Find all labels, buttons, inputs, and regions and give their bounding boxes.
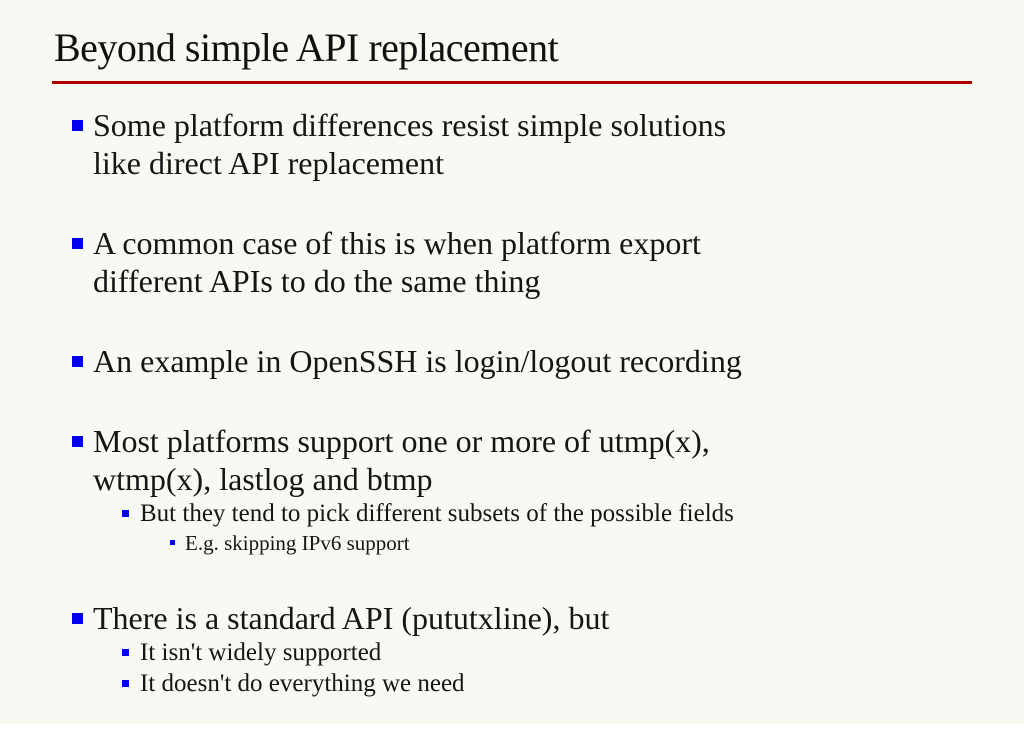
title-underline-rule bbox=[52, 81, 972, 84]
bullet-item: An example in OpenSSH is login/logout re… bbox=[72, 342, 984, 380]
bullet-square-icon bbox=[72, 613, 83, 624]
sub-bullet-list: It isn't widely supported It doesn't do … bbox=[72, 637, 984, 699]
bullet-square-icon bbox=[72, 436, 83, 447]
bullet-square-icon bbox=[170, 540, 175, 545]
bullet-item: A common case of this is when platform e… bbox=[72, 224, 984, 300]
bullet-row: There is a standard API (pututxline), bu… bbox=[72, 599, 984, 637]
bullet-square-icon bbox=[72, 238, 83, 249]
sub-bullet-row: It doesn't do everything we need bbox=[122, 668, 984, 699]
bullet-text: Some platform differences resist simple … bbox=[93, 107, 727, 181]
sub-bullet-list: But they tend to pick different subsets … bbox=[72, 498, 984, 557]
sub-bullet-row: But they tend to pick different subsets … bbox=[122, 498, 984, 529]
slide-title: Beyond simple API replacement bbox=[54, 25, 559, 70]
bullet-square-icon bbox=[122, 680, 129, 687]
bullet-row: Some platform differences resist simple … bbox=[72, 106, 984, 182]
bullet-item: Most platforms support one or more of ut… bbox=[72, 422, 984, 557]
bullet-text: Most platforms support one or more of ut… bbox=[93, 423, 710, 497]
sub-bullet-text: It doesn't do everything we need bbox=[140, 670, 465, 697]
sub-bullet-text: It isn't widely supported bbox=[140, 639, 382, 666]
bullet-text: A common case of this is when platform e… bbox=[93, 225, 701, 299]
bullet-list: Some platform differences resist simple … bbox=[72, 106, 984, 741]
slide: Beyond simple API replacement Some platf… bbox=[0, 0, 1024, 724]
bullet-square-icon bbox=[122, 510, 129, 517]
sub-bullet-text: But they tend to pick different subsets … bbox=[140, 500, 734, 527]
bullet-item: There is a standard API (pututxline), bu… bbox=[72, 599, 984, 699]
bullet-item: Some platform differences resist simple … bbox=[72, 106, 984, 182]
bullet-row: A common case of this is when platform e… bbox=[72, 224, 984, 300]
bullet-square-icon bbox=[122, 649, 129, 656]
sub-sub-bullet-row: E.g. skipping IPv6 support bbox=[170, 529, 984, 557]
bullet-row: Most platforms support one or more of ut… bbox=[72, 422, 984, 498]
bullet-square-icon bbox=[72, 120, 83, 131]
bullet-square-icon bbox=[72, 356, 83, 367]
sub-sub-bullet-text: E.g. skipping IPv6 support bbox=[185, 531, 410, 555]
bullet-text: An example in OpenSSH is login/logout re… bbox=[93, 343, 742, 379]
bullet-row: An example in OpenSSH is login/logout re… bbox=[72, 342, 984, 380]
sub-bullet-row: It isn't widely supported bbox=[122, 637, 984, 668]
bullet-text: There is a standard API (pututxline), bu… bbox=[93, 600, 610, 636]
